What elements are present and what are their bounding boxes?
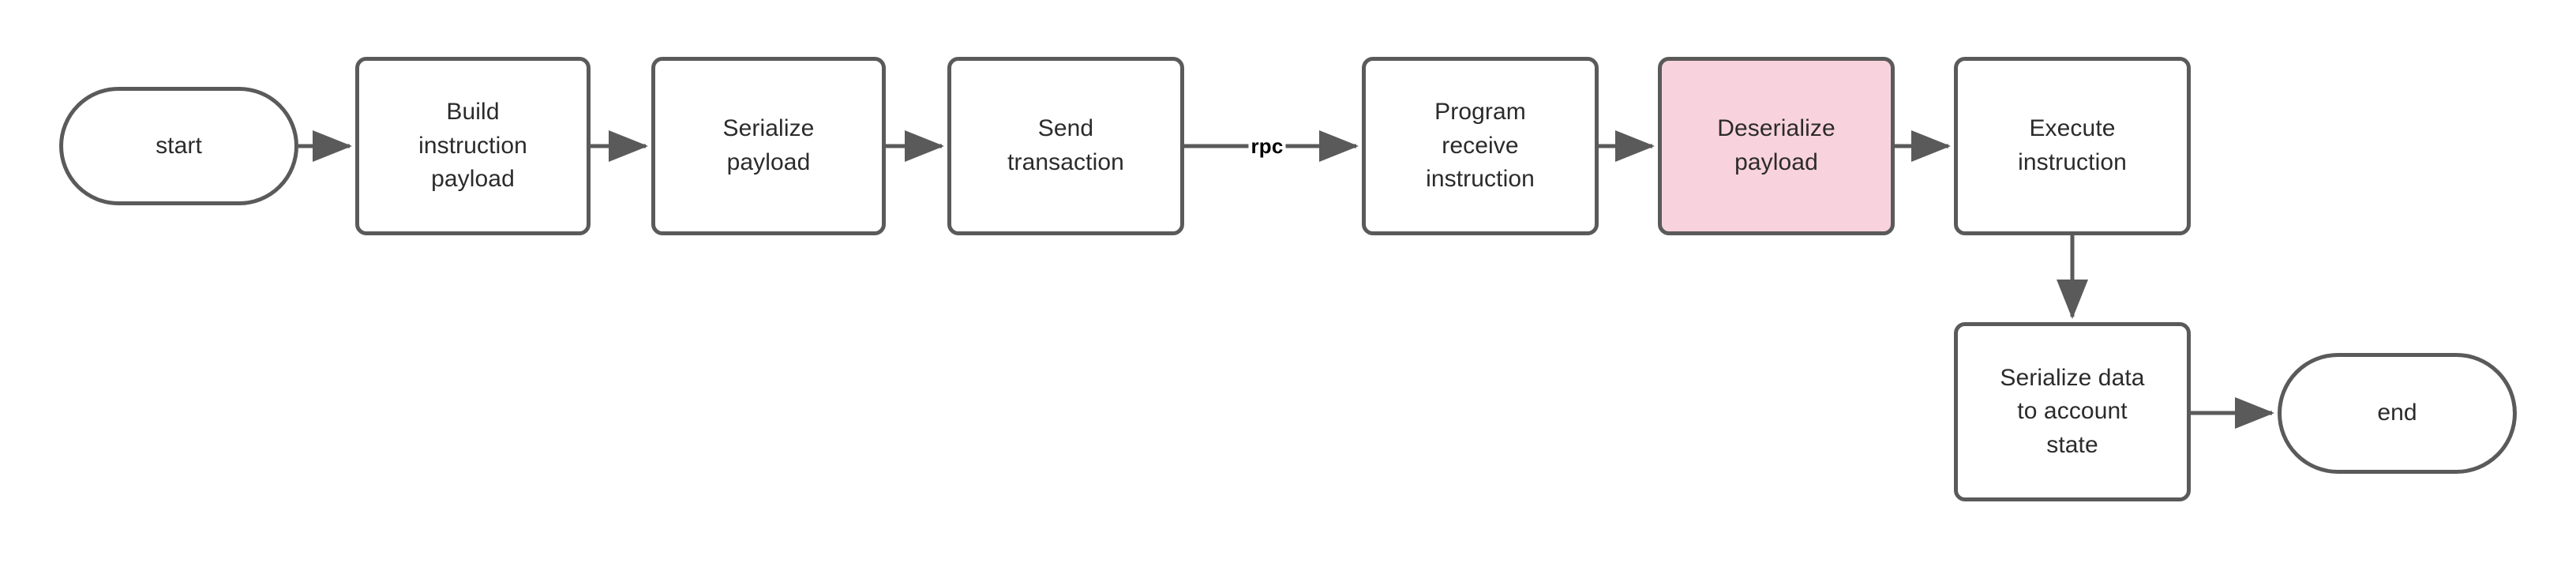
- node-serialize-data-to-account-state-label: Serialize data to account state: [2000, 364, 2145, 458]
- node-program-receive-instruction[interactable]: Program receive instruction: [1362, 57, 1599, 235]
- node-build-instruction-payload[interactable]: Build instruction payload: [355, 57, 591, 235]
- node-serialize-data-to-account-state[interactable]: Serialize data to account state: [1954, 322, 2191, 501]
- node-end-label: end: [2377, 400, 2417, 426]
- node-deserialize-payload[interactable]: Deserialize payload: [1658, 57, 1895, 235]
- node-execute-instruction-label: Execute instruction: [2018, 115, 2127, 175]
- node-deserialize-payload-label: Deserialize payload: [1717, 115, 1835, 175]
- node-end[interactable]: end: [2278, 353, 2517, 474]
- node-send-transaction-label: Send transaction: [1007, 115, 1124, 175]
- node-build-instruction-payload-label: Build instruction payload: [418, 99, 527, 193]
- node-send-transaction[interactable]: Send transaction: [947, 57, 1184, 235]
- node-program-receive-instruction-label: Program receive instruction: [1426, 99, 1535, 193]
- edge-label-rpc: rpc: [1248, 136, 1286, 156]
- node-serialize-payload-label: Serialize payload: [722, 115, 815, 175]
- node-execute-instruction[interactable]: Execute instruction: [1954, 57, 2191, 235]
- node-start[interactable]: start: [59, 87, 298, 205]
- node-start-label: start: [156, 132, 202, 159]
- node-serialize-payload[interactable]: Serialize payload: [651, 57, 886, 235]
